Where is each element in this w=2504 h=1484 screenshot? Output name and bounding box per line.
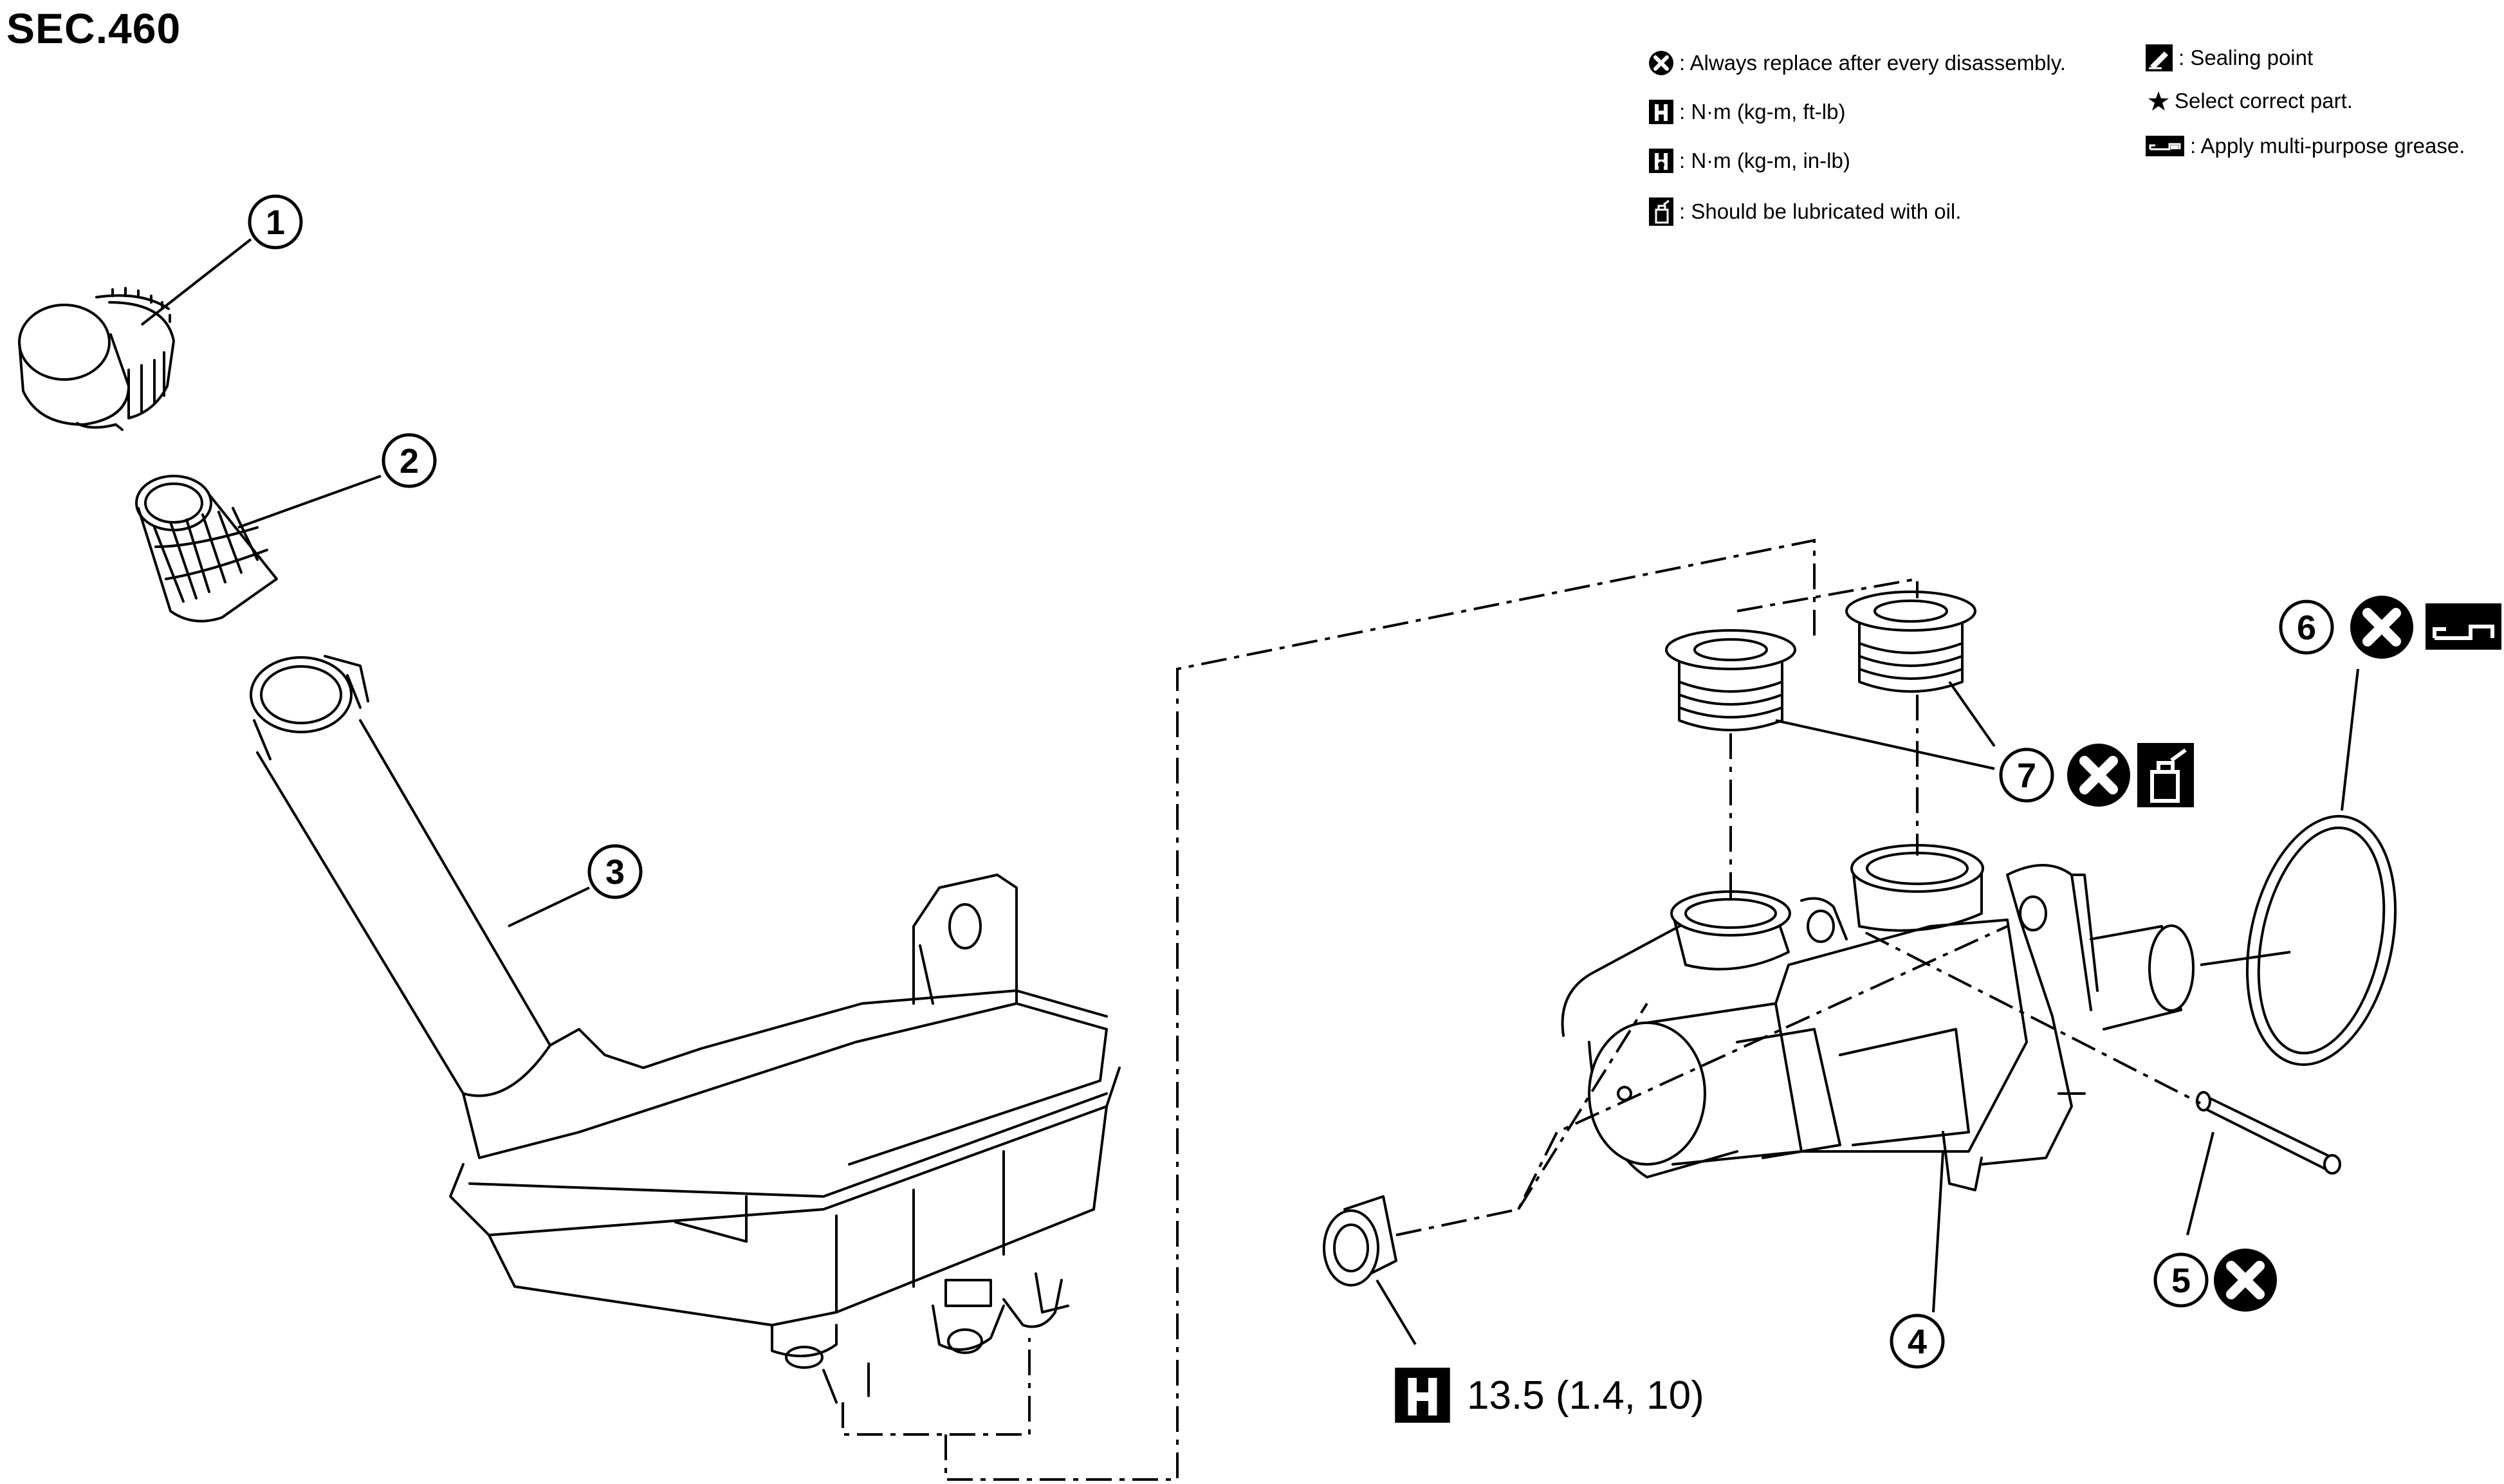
legend-torque-inlb-text: : N·m (kg-m, in-lb) bbox=[1679, 149, 1850, 172]
legend-torque-inlb: : N·m (kg-m, in-lb) bbox=[1648, 148, 1850, 174]
torque-wrench-icon bbox=[1395, 1368, 1450, 1423]
callout-4: 4 bbox=[1908, 1323, 1927, 1361]
torque-wrench-inlb-icon bbox=[1649, 149, 1673, 173]
legend-sealing: : Sealing point bbox=[2145, 44, 2313, 72]
star-icon bbox=[2148, 91, 2169, 111]
legend-replace: : Always replace after every disassembly… bbox=[1648, 50, 2066, 76]
pin bbox=[2196, 1091, 2341, 1175]
legend-lubricate-text: : Should be lubricated with oil. bbox=[1679, 199, 1962, 223]
callout-1-circle bbox=[248, 194, 303, 250]
grease-gun-icon-6 bbox=[2426, 603, 2501, 650]
callout-3-circle bbox=[587, 844, 643, 899]
torque-spec-value: 13.5 (1.4, 10) bbox=[1467, 1373, 1704, 1418]
replace-x-icon-5 bbox=[2214, 1249, 2277, 1312]
strainer bbox=[135, 475, 278, 623]
legend-grease-text: : Apply multi-purpose grease. bbox=[2190, 134, 2465, 158]
reservoir-cap bbox=[18, 287, 175, 431]
legend-grease: : Apply multi-purpose grease. bbox=[2145, 134, 2465, 158]
callout-2: 2 bbox=[400, 442, 419, 481]
reservoir-tank bbox=[250, 655, 1121, 1404]
leader-7b bbox=[1948, 681, 1996, 747]
leader-4 bbox=[1932, 1151, 1944, 1313]
grommets bbox=[1665, 591, 1976, 731]
callout-4-circle bbox=[1890, 1314, 1945, 1369]
oil-can-icon bbox=[1649, 197, 1673, 226]
leader-7a bbox=[1775, 719, 1995, 770]
legend-select: Select correct part. bbox=[2148, 89, 2353, 113]
legend-select-text: Select correct part. bbox=[2175, 89, 2353, 113]
legend-sealing-text: : Sealing point bbox=[2178, 46, 2314, 69]
leader-2 bbox=[237, 475, 382, 529]
callout-7: 7 bbox=[2017, 756, 2036, 795]
replace-x-icon-7 bbox=[2067, 744, 2130, 807]
leader-6 bbox=[2341, 668, 2359, 811]
legend-torque-ftlb-text: : N·m (kg-m, ft-lb) bbox=[1679, 100, 1846, 124]
grease-gun-icon bbox=[2146, 136, 2184, 156]
leader-5 bbox=[2186, 1131, 2214, 1236]
leader-nut bbox=[1376, 1279, 1417, 1346]
callout-7-circle bbox=[1999, 747, 2054, 803]
callout-6: 6 bbox=[2297, 609, 2316, 647]
oil-can-icon-7 bbox=[2137, 743, 2194, 807]
callout-3: 3 bbox=[605, 853, 625, 892]
legend-lubricate: : Should be lubricated with oil. bbox=[1648, 197, 1961, 226]
torque-wrench-icon bbox=[1649, 100, 1673, 124]
flare-nut bbox=[1323, 1195, 1397, 1287]
legend-replace-text: : Always replace after every disassembly… bbox=[1679, 51, 2066, 75]
callout-1: 1 bbox=[266, 203, 285, 242]
leader-1 bbox=[140, 238, 252, 326]
callout-5: 5 bbox=[2171, 1261, 2191, 1300]
callout-6-circle bbox=[2279, 600, 2334, 655]
callout-2-circle bbox=[382, 433, 437, 488]
leader-3 bbox=[508, 886, 590, 928]
leader-6b bbox=[2200, 951, 2291, 966]
replace-x-icon-6 bbox=[2350, 596, 2413, 659]
legend-torque-ftlb: : N·m (kg-m, ft-lb) bbox=[1648, 99, 1845, 125]
replace-x-icon bbox=[1649, 51, 1673, 75]
callout-5-circle bbox=[2153, 1252, 2209, 1308]
master-cylinder bbox=[1561, 844, 2195, 1191]
section-title: SEC.460 bbox=[6, 5, 181, 52]
sealing-point-icon bbox=[2146, 44, 2173, 71]
o-ring bbox=[2245, 814, 2397, 1067]
torque-spec: 13.5 (1.4, 10) bbox=[1394, 1366, 1704, 1424]
